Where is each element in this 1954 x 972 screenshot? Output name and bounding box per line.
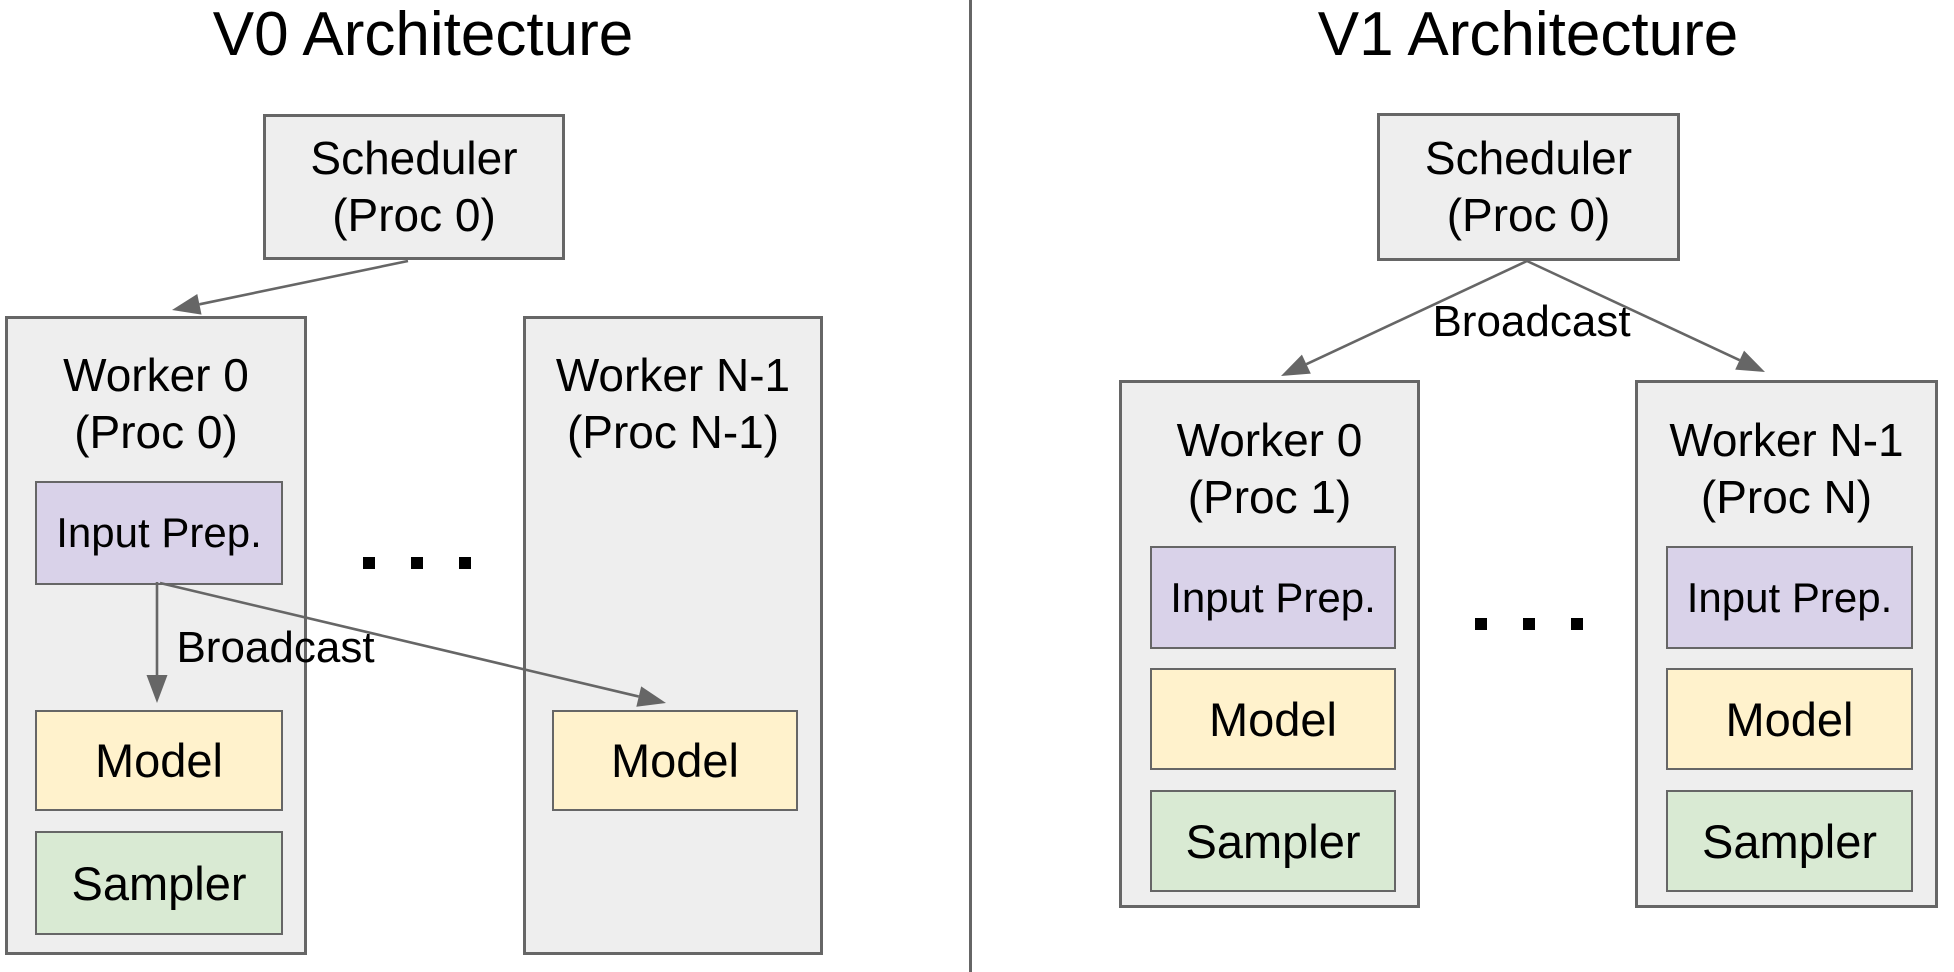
- v1-worker-n-input-prep-box: Input Prep.: [1666, 546, 1913, 649]
- v0-worker-n-name: Worker N-1: [555, 349, 791, 401]
- v0-worker-n-model-box: Model: [552, 710, 798, 811]
- v0-worker-0-heading: Worker 0 (Proc 0): [8, 319, 304, 461]
- v0-worker-0-model-box: Model: [35, 710, 283, 811]
- v1-worker-0-input-prep-label: Input Prep.: [1170, 573, 1376, 621]
- v1-worker-n-sampler-box: Sampler: [1666, 790, 1913, 892]
- v0-worker-n-heading: Worker N-1 (Proc N-1): [526, 319, 820, 461]
- v1-worker-0-input-prep-box: Input Prep.: [1150, 546, 1396, 649]
- v1-worker-n-input-prep-label: Input Prep.: [1686, 573, 1893, 621]
- v1-scheduler-box: Scheduler (Proc 0): [1377, 113, 1680, 261]
- v0-scheduler-box: Scheduler (Proc 0): [263, 114, 565, 260]
- v0-worker-0-model-label: Model: [94, 734, 223, 787]
- v1-worker-n-proc: (Proc N): [1700, 471, 1873, 523]
- v1-worker-0-proc: (Proc 1): [1187, 471, 1352, 523]
- v1-worker-n-model-box: Model: [1666, 668, 1913, 770]
- v1-worker-n-model-label: Model: [1725, 692, 1854, 746]
- v1-ellipsis-dot: [1571, 618, 1583, 630]
- v1-scheduler-to-workerN-broadcast-arrow-head: [1735, 350, 1765, 372]
- v1-scheduler-to-worker0-broadcast-arrow-head: [1281, 354, 1311, 376]
- v0-worker-0-input-prep-label: Input Prep.: [56, 509, 262, 556]
- v1-worker-0-model-box: Model: [1150, 668, 1396, 770]
- v1-ellipsis-dot: [1475, 618, 1487, 630]
- v0-ellipsis-dot: [459, 557, 471, 569]
- v0-broadcast-label: Broadcast: [176, 623, 375, 672]
- v1-worker-n-sampler-label: Sampler: [1701, 814, 1877, 868]
- v1-worker-0-box: Worker 0 (Proc 1) Input Prep. Model Samp…: [1119, 380, 1420, 908]
- v1-title: V1 Architecture: [1317, 0, 1739, 69]
- v1-worker-0-sampler-label: Sampler: [1185, 814, 1361, 868]
- v1-ellipsis-dot: [1523, 618, 1535, 630]
- v0-worker-0-name: Worker 0: [63, 349, 249, 401]
- v1-worker-n-box: Worker N-1 (Proc N) Input Prep. Model Sa…: [1635, 380, 1938, 908]
- v0-worker-n-box: Worker N-1 (Proc N-1) Model: [523, 316, 823, 955]
- v0-worker-n-proc: (Proc N-1): [566, 406, 780, 458]
- v1-ellipsis-icon: . . .: [1475, 618, 1583, 630]
- v0-scheduler-name: Scheduler: [310, 132, 518, 184]
- v0-scheduler-to-worker0-arrow-head: [172, 294, 202, 315]
- v1-broadcast-label: Broadcast: [1432, 297, 1631, 346]
- v0-title: V0 Architecture: [212, 0, 634, 69]
- v0-worker-n-model-label: Model: [610, 734, 739, 787]
- v0-ellipsis-icon: . . .: [363, 557, 471, 569]
- v1-worker-n-name: Worker N-1: [1669, 414, 1904, 466]
- v1-scheduler-name: Scheduler: [1424, 132, 1633, 184]
- v1-worker-n-heading: Worker N-1 (Proc N): [1638, 383, 1935, 526]
- v1-worker-0-heading: Worker 0 (Proc 1): [1122, 383, 1417, 526]
- v0-worker-0-sampler-label: Sampler: [71, 856, 247, 910]
- v0-scheduler-to-worker0-arrow: [199, 259, 409, 306]
- v0-ellipsis-dot: [411, 557, 423, 569]
- v1-scheduler-proc: (Proc 0): [1446, 189, 1611, 241]
- v0-scheduler-proc: (Proc 0): [332, 189, 496, 241]
- v0-ellipsis-dot: [363, 557, 375, 569]
- v1-worker-0-model-label: Model: [1208, 692, 1337, 746]
- section-divider-line: [969, 0, 972, 972]
- v1-worker-0-name: Worker 0: [1176, 414, 1363, 466]
- v0-worker-0-input-prep-box: Input Prep.: [35, 481, 283, 585]
- v0-worker-0-proc: (Proc 0): [74, 406, 238, 458]
- v1-worker-0-sampler-box: Sampler: [1150, 790, 1396, 892]
- v0-worker-0-sampler-box: Sampler: [35, 831, 283, 935]
